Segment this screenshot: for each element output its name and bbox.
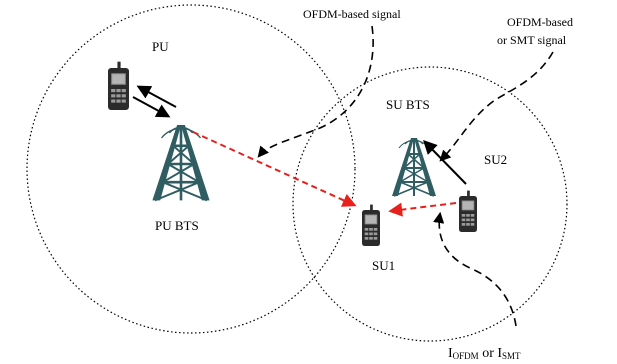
ofdm-smt-label-line2: or SMT signal (497, 33, 567, 47)
ofdm-signal-label: OFDM-based signal (303, 7, 401, 21)
pu-uplink-arrow (136, 85, 177, 108)
pu-bts-label: PU BTS (155, 218, 199, 233)
interference-i2: I (497, 346, 502, 361)
su2-label: SU2 (484, 152, 507, 167)
ofdm-smt-label-line1: OFDM-based (507, 15, 573, 29)
interference-label: IOFDM or ISMT (448, 346, 521, 361)
su2-interference-arrow (388, 202, 457, 217)
su-bts-label: SU BTS (386, 97, 430, 112)
interference-sub2: SMT (502, 351, 521, 361)
pu-phone-mobile-phone-icon (108, 61, 129, 110)
interference-callout-arrow (433, 211, 517, 327)
interference-i1: I (448, 346, 453, 361)
pu-bts-interference-arrow (192, 131, 357, 207)
ofdm-smt-callout-arrow (439, 51, 554, 162)
interference-sub1: OFDM (453, 351, 479, 361)
pu-label: PU (152, 39, 169, 54)
pu-downlink-arrow (132, 96, 171, 118)
pu-bts-tower-icon (151, 123, 211, 202)
su2-phone-mobile-phone-icon (459, 190, 477, 232)
pu-coverage-circle (26, 4, 356, 334)
su-coverage-circle (292, 66, 568, 342)
su2-uplink-arrow (423, 139, 467, 185)
su1-phone-mobile-phone-icon (362, 204, 380, 246)
su1-label: SU1 (372, 258, 395, 273)
ofdm-signal-callout-arrow (257, 25, 374, 158)
interference-or: or (479, 346, 498, 361)
